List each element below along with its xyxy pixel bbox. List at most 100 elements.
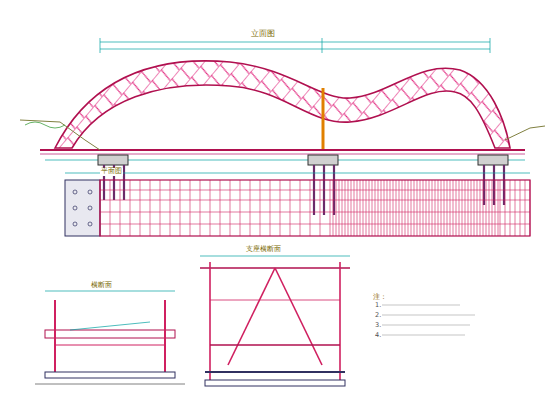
plan-grid-line [456, 180, 457, 236]
plan-grid-line [363, 180, 364, 236]
plan-grid-line [378, 180, 379, 236]
plan-grid-line [492, 180, 493, 236]
plan-grid-line [150, 180, 151, 236]
plan-grid-line [270, 180, 271, 236]
note-number: 1. [374, 302, 382, 309]
plan-grid-line [354, 180, 355, 236]
plan-grid-line [486, 180, 487, 236]
plan-grid-line [240, 180, 241, 236]
plan-grid-line [339, 180, 340, 236]
note-number: 3. [374, 322, 382, 329]
plan-grid-line [393, 180, 394, 236]
ground-line [20, 120, 545, 150]
cross-section [200, 256, 350, 386]
plan-grid-line [408, 180, 409, 236]
plan-grid-line [369, 180, 370, 236]
plan-grid-line [250, 180, 251, 236]
plan-grid-line [120, 180, 121, 236]
note-number: 2. [374, 312, 382, 319]
plan-grid-line [423, 180, 424, 236]
plan-grid-line [495, 180, 496, 236]
plan-grid-line [399, 180, 400, 236]
plan-grid-line [525, 180, 526, 236]
pile [123, 165, 125, 200]
view-title: 立面图 [250, 30, 276, 39]
view-title: 注： [372, 294, 388, 302]
plan-grid-line [453, 180, 454, 236]
plan-grid-line [480, 180, 481, 236]
plan-grid-line [498, 180, 499, 236]
plan-grid-line [459, 180, 460, 236]
note-number: 4. [374, 332, 382, 339]
plan-grid-line [110, 180, 111, 236]
plan-grid-line [384, 180, 385, 236]
plan-grid-line [411, 180, 412, 236]
plan-grid-line [372, 180, 373, 236]
plan-grid-line [471, 180, 472, 236]
dimension-lines [45, 38, 525, 160]
plan-grid-line [405, 180, 406, 236]
plan-grid-line [360, 180, 361, 236]
plan-grid-line [100, 200, 530, 201]
plan-grid-line [230, 180, 231, 236]
bank-symbol [25, 122, 65, 128]
plan-grid-line [381, 180, 382, 236]
arch-truss [55, 61, 510, 148]
plan-grid-line [426, 180, 427, 236]
plan-grid-line [387, 180, 388, 236]
plan-grid-line [510, 180, 511, 236]
plan-grid-line [468, 180, 469, 236]
plan-grid-line [420, 180, 421, 236]
plan-grid-line [357, 180, 358, 236]
note-lines [382, 305, 475, 335]
plan-grid-line [100, 212, 530, 213]
plan-grid-line [280, 180, 281, 236]
plan-grid-line [515, 180, 516, 236]
plan-grid-line [483, 180, 484, 236]
plan-grid-line [441, 180, 442, 236]
plan-grid-line [260, 180, 261, 236]
plan-grid-line [450, 180, 451, 236]
plan-grid-line [390, 180, 391, 236]
plan-grid-line [500, 180, 501, 236]
plan-grid-line [414, 180, 415, 236]
plan-grid-line [489, 180, 490, 236]
plan-grid-line [180, 180, 181, 236]
plan-grid-line [477, 180, 478, 236]
plan-grid-line [342, 180, 343, 236]
plan-grid-line [348, 180, 349, 236]
plan-grid-line [444, 180, 445, 236]
plan-grid-line [447, 180, 448, 236]
plan-grid-line [333, 180, 334, 236]
plan-grid-line [336, 180, 337, 236]
plan-grid-line [505, 180, 506, 236]
plan-grid-line [130, 180, 131, 236]
piers [98, 155, 508, 215]
deck-line [40, 149, 525, 151]
cross-section [35, 291, 185, 384]
plan-grid-line [140, 180, 141, 236]
plan-grid-line [100, 190, 530, 191]
plan-grid-line [290, 180, 291, 236]
plan-grid-line [351, 180, 352, 236]
view-title: 平面图 [100, 168, 123, 176]
plan-grid-line [300, 180, 301, 236]
plan-grid-line [190, 180, 191, 236]
plan-grid-line [170, 180, 171, 236]
plan-grid-line [429, 180, 430, 236]
plan-grid-line [366, 180, 367, 236]
plan-grid-line [465, 180, 466, 236]
deck-line [40, 154, 525, 155]
plan-grid-line [345, 180, 346, 236]
view-title: 支座横断面 [245, 246, 282, 254]
plan-grid-line [220, 180, 221, 236]
plan-grid-line [100, 224, 530, 225]
plan-grid-line [330, 180, 331, 236]
center-column [322, 88, 325, 150]
plan-grid-line [402, 180, 403, 236]
plan-grid-line [160, 180, 161, 236]
plan-grid-line [210, 180, 211, 236]
plan-grid-line [396, 180, 397, 236]
